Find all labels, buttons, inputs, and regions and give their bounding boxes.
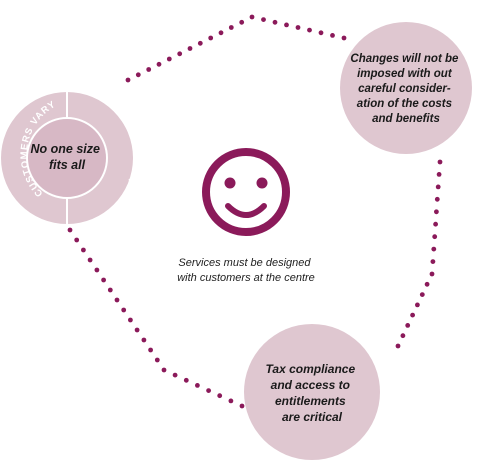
cycle-dot [307, 27, 312, 33]
cycle-dot [295, 25, 301, 30]
cycle-dot [125, 77, 131, 83]
cycle-dot [67, 227, 73, 233]
cycle-dot [94, 267, 100, 273]
cycle-dot [437, 159, 443, 165]
cycle-dot [217, 393, 223, 399]
cycle-dot [127, 317, 133, 323]
cycle-dot [121, 307, 127, 313]
node-left-inner-text: No one size fits all [31, 142, 104, 172]
cycle-dot [187, 46, 193, 51]
cycle-dot [154, 357, 160, 363]
cycle-dot [146, 67, 152, 72]
cycle-dot [433, 221, 438, 227]
cycle-dot [197, 40, 203, 46]
node-top-right-text: Changes will not be imposed with out car… [350, 53, 461, 125]
cycle-dot [87, 257, 93, 263]
cycle-dot [434, 196, 440, 202]
cycle-dot [101, 277, 106, 283]
node-bottom-circle [244, 324, 380, 460]
cycle-dot [114, 297, 120, 303]
cycle-dot [239, 403, 245, 409]
cycle-dot [239, 19, 245, 25]
cycle-dot [434, 209, 439, 215]
cycle-dot [134, 327, 140, 333]
cycle-dot [400, 333, 406, 339]
smiley-face-icon [202, 148, 290, 236]
cycle-dot [166, 56, 172, 62]
cycle-dot [249, 14, 255, 20]
cycle-dot [177, 51, 183, 57]
center-caption: Services must be designed with customers… [177, 257, 315, 284]
cycle-dot [135, 72, 141, 78]
cycle-dot [228, 25, 234, 30]
dotted-cycle-path [67, 14, 443, 409]
cycle-dot [415, 302, 420, 308]
node-bottom: Tax compliance and access to entitlement… [244, 324, 380, 460]
cycle-dot [430, 259, 436, 264]
node-left-inner-circle [26, 117, 108, 199]
cycle-dot [183, 377, 189, 383]
cycle-dot [410, 312, 415, 318]
cycle-dot [218, 30, 224, 36]
cycle-dot [419, 292, 425, 297]
cycle-dot [228, 398, 234, 404]
node-bottom-text: Tax compliance and access to entitlement… [266, 362, 359, 424]
cycle-dot [330, 33, 335, 38]
cycle-dot [341, 35, 347, 41]
cycle-dot [141, 337, 147, 343]
cycle-dot [148, 347, 154, 353]
cycle-dot [272, 19, 278, 25]
cycle-dot [405, 323, 411, 328]
cycle-dot [172, 372, 178, 378]
cycle-dot [161, 367, 167, 373]
cycle-dot [424, 281, 430, 287]
cycle-dot [318, 30, 324, 36]
cycle-dot [429, 271, 435, 277]
node-top-right-circle [340, 22, 472, 154]
cycle-dot [284, 22, 289, 28]
cycle-dot [261, 17, 266, 22]
cycle-dot [81, 247, 86, 253]
cycle-dot [436, 172, 442, 177]
cycle-dot [395, 343, 401, 349]
cycle-dot [74, 237, 80, 243]
cycle-dot [206, 388, 212, 393]
node-left: CUSTOMERS VARY INTERACTIONS VARY No one … [1, 87, 145, 224]
cycle-dot [435, 184, 441, 190]
cycle-dot [208, 35, 214, 41]
cycle-dot [431, 246, 437, 252]
cycle-dot [432, 234, 438, 240]
cycle-dot [195, 383, 200, 388]
cycle-dot [107, 287, 113, 293]
node-top-right: Changes will not be imposed with out car… [340, 22, 472, 154]
cycle-dot [156, 61, 162, 67]
